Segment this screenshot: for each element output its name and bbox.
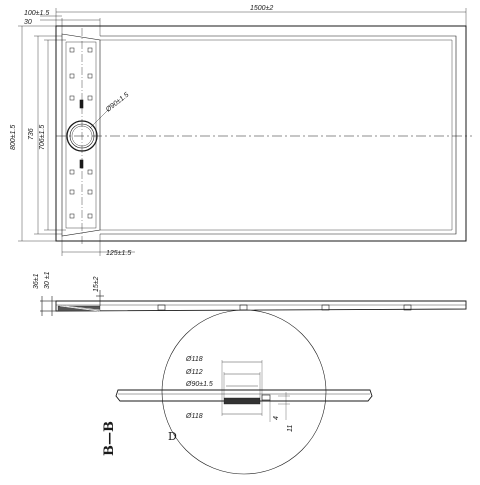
dim-side-36: 36±1 [33, 273, 40, 289]
channel-dimension [61, 234, 135, 256]
detail-d118-top: Ø118 [185, 356, 203, 363]
channel-slots [79, 99, 84, 169]
channel-holes [69, 47, 93, 219]
dim-margin-inner: 30 [24, 19, 32, 26]
drain-body [223, 397, 261, 405]
dim-side-30: 30 ±1 [44, 271, 51, 289]
dim-side-15: 15±2 [93, 276, 100, 292]
dim-overall-height: 800±1.5 [10, 125, 17, 150]
section-label: B—B [102, 421, 117, 456]
detail-view [115, 309, 373, 475]
detail-d90: Ø90±1.5 [185, 381, 213, 388]
detail-d118-bottom: Ø118 [185, 413, 203, 420]
dim-inner-height: 736 [28, 128, 35, 140]
detail-label: D [168, 430, 177, 443]
detail-circle [161, 309, 327, 475]
top-dimensions [40, 8, 467, 36]
inner-basin [100, 35, 457, 235]
dim-channel-width: 125±1.5 [106, 250, 131, 257]
tray-outline [55, 25, 467, 242]
left-dimensions [18, 25, 66, 242]
detail-d112: Ø112 [185, 369, 203, 376]
detail-depth-4: 4 [273, 416, 280, 420]
detail-depth-11: 11 [287, 425, 294, 432]
plan-view [55, 25, 472, 244]
section-profile [115, 389, 373, 402]
dim-drain-diameter: Ø90±1.5 [104, 91, 130, 114]
dim-margin-outer: 100±1.5 [24, 10, 49, 17]
side-view [40, 290, 467, 316]
dim-overall-width: 1500±2 [250, 5, 273, 12]
dim-channel-height: 706±1.5 [39, 125, 46, 150]
drain-channel [61, 33, 101, 237]
